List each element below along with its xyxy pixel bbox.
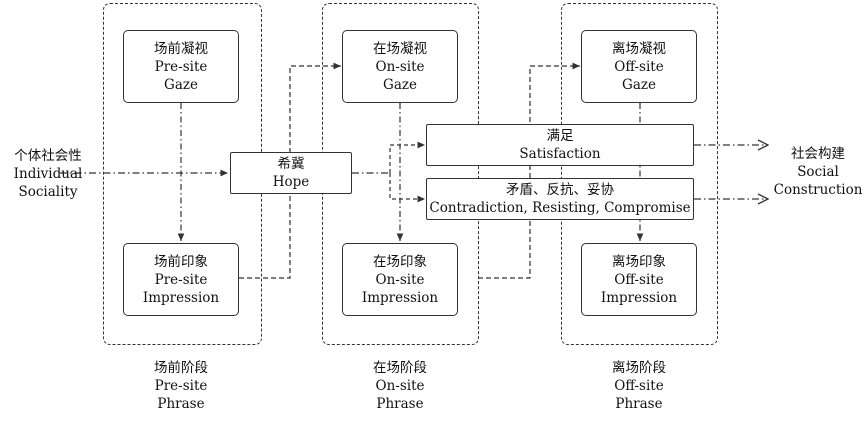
output-zh: 社会构建 — [791, 146, 845, 162]
off-site-stage — [561, 3, 718, 345]
off-site-gaze-zh: 离场凝视 — [612, 40, 666, 57]
pre-site-impression-zh: 场前印象 — [154, 253, 208, 270]
arrow-branch-to-satisfaction — [389, 141, 425, 173]
pre-site-impression-en1: Pre-site — [154, 271, 208, 288]
off-site-impression-en1: Off-site — [614, 271, 664, 288]
arrow-on-impression-to-off-gaze — [478, 62, 580, 279]
on-site-gaze-zh: 在场凝视 — [373, 40, 427, 57]
on-site-impression-zh: 在场印象 — [373, 253, 427, 270]
contradiction-zh: 矛盾、反抗、妥协 — [506, 182, 614, 198]
pre-site-impression-en2: Impression — [142, 289, 220, 306]
off-site-phase-en2: Phrase — [615, 396, 663, 412]
on-site-phase-en2: Phrase — [376, 396, 424, 412]
off-site-phase-zh: 离场阶段 — [612, 360, 666, 376]
on-site-phase-zh: 在场阶段 — [373, 360, 427, 376]
input-en1: Individual — [13, 166, 83, 182]
arrow-branch-to-contradiction — [389, 173, 425, 203]
output-en2: Construction — [773, 182, 863, 198]
contradiction-en: Contradiction, Resisting, Compromise — [429, 200, 691, 216]
pre-site-gaze-box: 场前凝视 Pre-site Gaze — [123, 30, 239, 103]
off-site-phase-label: 离场阶段 Off-site Phrase — [579, 359, 699, 413]
contradiction-box: 矛盾、反抗、妥协 Contradiction, Resisting, Compr… — [426, 178, 694, 220]
social-construction-label: 社会构建 Social Construction — [772, 145, 864, 199]
pre-site-gaze-en2: Gaze — [164, 76, 198, 93]
off-site-impression-en2: Impression — [600, 289, 678, 306]
satisfaction-box: 满足 Satisfaction — [426, 124, 694, 166]
on-site-gaze-box: 在场凝视 On-site Gaze — [342, 30, 458, 103]
on-site-phase-en1: On-site — [375, 378, 425, 394]
off-site-impression-zh: 离场印象 — [612, 253, 666, 270]
input-zh: 个体社会性 — [14, 148, 82, 164]
pre-site-phase-en1: Pre-site — [154, 378, 208, 394]
on-site-impression-en1: On-site — [375, 271, 425, 288]
hope-box: 希冀 Hope — [230, 152, 352, 194]
on-site-impression-box: 在场印象 On-site Impression — [342, 243, 458, 316]
off-site-gaze-box: 离场凝视 Off-site Gaze — [581, 30, 697, 103]
hope-en: Hope — [272, 174, 310, 190]
individual-sociality-label: 个体社会性 Individual Sociality — [0, 147, 96, 201]
pre-site-phase-en2: Phrase — [157, 396, 205, 412]
on-site-impression-en2: Impression — [361, 289, 439, 306]
output-en1: Social — [797, 164, 839, 180]
pre-site-gaze-en1: Pre-site — [154, 58, 208, 75]
input-en2: Sociality — [18, 184, 78, 200]
off-site-impression-box: 离场印象 Off-site Impression — [581, 243, 697, 316]
on-site-gaze-en1: On-site — [375, 58, 425, 75]
off-site-phase-en1: Off-site — [614, 378, 664, 394]
pre-site-phase-zh: 场前阶段 — [154, 360, 208, 376]
pre-site-phase-label: 场前阶段 Pre-site Phrase — [121, 359, 241, 413]
hope-zh: 希冀 — [277, 156, 305, 172]
pre-site-gaze-zh: 场前凝视 — [154, 40, 208, 57]
on-site-gaze-en2: Gaze — [383, 76, 417, 93]
pre-site-impression-box: 场前印象 Pre-site Impression — [123, 243, 239, 316]
off-site-gaze-en1: Off-site — [614, 58, 664, 75]
on-site-phase-label: 在场阶段 On-site Phrase — [340, 359, 460, 413]
satisfaction-zh: 满足 — [546, 128, 574, 144]
satisfaction-en: Satisfaction — [519, 146, 601, 162]
off-site-gaze-en2: Gaze — [622, 76, 656, 93]
